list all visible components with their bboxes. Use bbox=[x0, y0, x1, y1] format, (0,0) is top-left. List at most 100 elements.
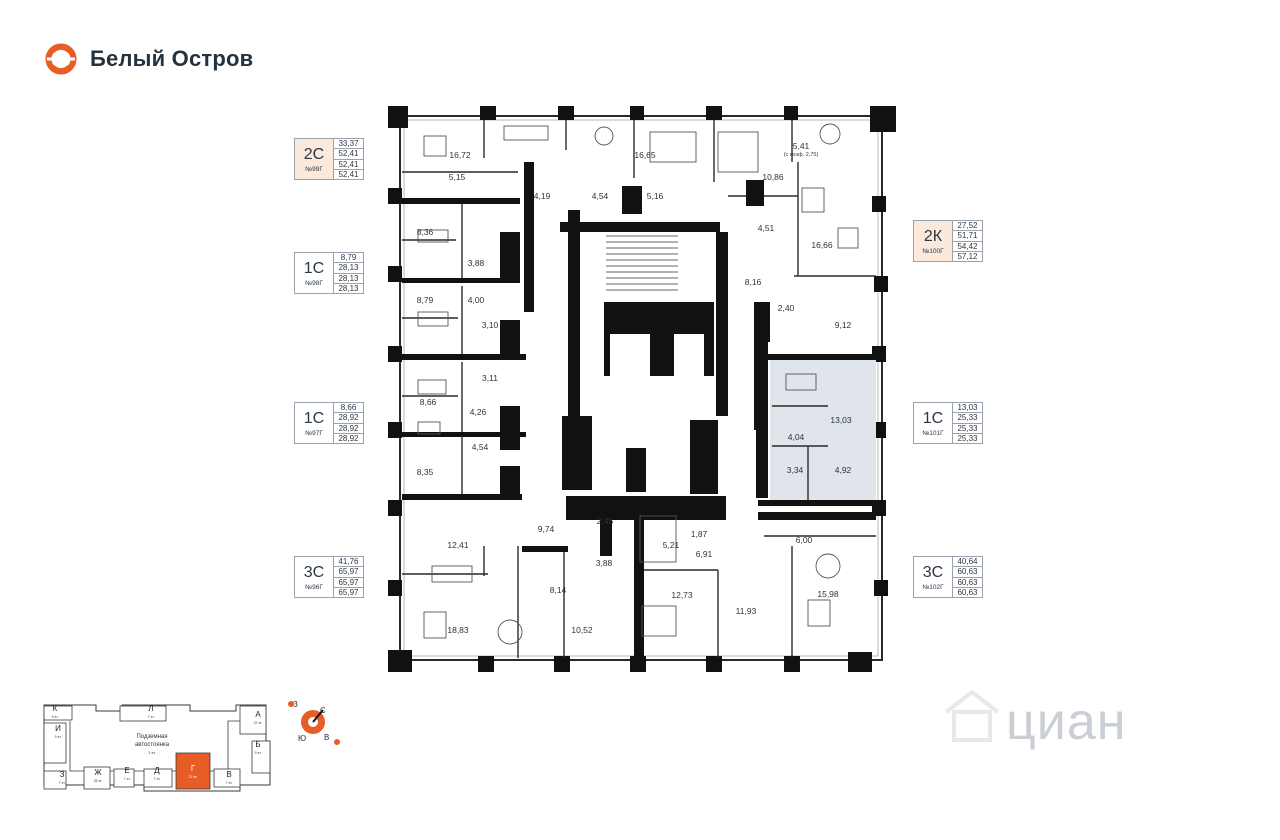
area-total-3: 65,97 bbox=[338, 587, 359, 597]
area-total-3: 28,13 bbox=[338, 283, 359, 293]
key-section-1: К 9 эт. bbox=[45, 705, 65, 721]
section-floors: 7 эт. bbox=[123, 777, 131, 781]
room-area-label: 15,98 bbox=[817, 589, 839, 599]
unit-number: №99Г bbox=[305, 165, 323, 173]
room-area-label: 16,66 bbox=[811, 240, 833, 250]
room-area-label: 2,45 bbox=[596, 516, 614, 526]
compass-rose bbox=[288, 701, 340, 745]
area-living: 41,76 bbox=[334, 557, 363, 568]
room-area-label: 12,73 bbox=[671, 590, 693, 600]
area-living: 8,66 bbox=[334, 403, 363, 414]
room-area-label: 12,41 bbox=[447, 540, 469, 550]
room-area-label: 16,65 bbox=[634, 150, 656, 160]
area-total-2: 25,33 bbox=[953, 424, 982, 434]
room-area-label: 3,88 bbox=[595, 558, 613, 568]
area-total: 65,97 bbox=[334, 567, 363, 578]
unit-type: 2С bbox=[303, 145, 325, 163]
section-floors: 7 эт. bbox=[147, 715, 155, 719]
room-area-label: 9,74 bbox=[537, 524, 555, 534]
key-section-6: З 7 эт. bbox=[52, 771, 72, 787]
section-letter: З bbox=[59, 770, 65, 779]
area-total-2: 52,41 bbox=[334, 160, 363, 170]
room-area-label: 4,54 bbox=[591, 191, 609, 201]
section-floors: 7 эт. bbox=[58, 781, 66, 785]
room-area-label: 16,72 bbox=[449, 150, 471, 160]
room-area-label: 5,15 bbox=[448, 172, 466, 182]
area-total-2: 54,42 bbox=[953, 242, 982, 252]
section-letter: А bbox=[255, 710, 261, 719]
site-key-plan bbox=[43, 704, 271, 792]
room-area-label: 3,11 bbox=[482, 373, 498, 383]
unit-number: №98Г bbox=[305, 279, 323, 287]
section-letter: В bbox=[226, 770, 232, 779]
parking-parking-line2: автостоянка bbox=[134, 742, 170, 748]
key-section-11: В 7 эт. bbox=[219, 771, 239, 787]
section-floors: 9 эт. bbox=[54, 735, 62, 739]
area-total-2: 28,13 bbox=[334, 274, 363, 284]
room-area-label: 10,52 bbox=[571, 625, 593, 635]
room-area-label: 8,66 bbox=[419, 397, 437, 407]
area-total-3: 60,63 bbox=[957, 587, 978, 597]
brand-logo: Белый Остров bbox=[44, 42, 253, 76]
area-total-2: 28,92 bbox=[334, 424, 363, 434]
unit-type: 1С bbox=[303, 409, 325, 427]
room-area-label: 3,34 bbox=[786, 465, 804, 475]
room-area-label: 3,10 bbox=[481, 320, 499, 330]
section-floors: 7 эт. bbox=[153, 777, 161, 781]
room-area-label: 4,04 bbox=[787, 432, 805, 442]
room-area-label: 5,21 bbox=[662, 540, 680, 550]
unit-number: №100Г bbox=[922, 247, 944, 255]
room-area-label: 8,14 bbox=[549, 585, 567, 595]
unit-number: №97Г bbox=[305, 429, 323, 437]
compass-east: В bbox=[324, 733, 330, 742]
section-letter: Л bbox=[148, 704, 154, 713]
section-letter: Ж bbox=[94, 768, 102, 777]
area-total-2: 60,63 bbox=[953, 578, 982, 588]
section-floors: 7 эт. bbox=[225, 781, 233, 785]
brand-name: Белый Остров bbox=[90, 46, 254, 71]
room-area-label: 3,88 bbox=[467, 258, 485, 268]
room-area-label: 4,00 bbox=[467, 295, 485, 305]
section-letter: Б bbox=[255, 740, 261, 749]
section-letter: Е bbox=[124, 766, 130, 775]
room-area-label: 10,86 bbox=[762, 172, 784, 182]
area-living: 33,37 bbox=[334, 139, 363, 150]
section-letter: К bbox=[52, 704, 58, 713]
room-area-label: 4,51 bbox=[757, 223, 775, 233]
room-area-label: 8,36 bbox=[416, 227, 434, 237]
room-area-label: 8,79 bbox=[416, 295, 434, 305]
section-floors: 22 эт. bbox=[188, 775, 198, 779]
area-total-2: 65,97 bbox=[334, 578, 363, 588]
logo-icon bbox=[45, 43, 77, 75]
unit-type: 3С bbox=[303, 563, 325, 581]
room-area-label: 8,16 bbox=[744, 277, 762, 287]
room-area-label: 13,03 bbox=[830, 415, 852, 425]
area-total-3: 28,92 bbox=[338, 433, 359, 443]
room-area-label: 18,83 bbox=[447, 625, 469, 635]
room-area-label: 2,40 bbox=[777, 303, 795, 313]
area-living: 40,64 bbox=[953, 557, 982, 568]
unit-number: №101Г bbox=[922, 429, 944, 437]
section-floors: 9 эт. bbox=[51, 715, 59, 719]
room-area-label: 4,19 bbox=[533, 191, 551, 201]
room-area-label: 1,87 bbox=[690, 529, 708, 539]
section-floors: 22 эт. bbox=[253, 721, 263, 725]
floor-plan bbox=[388, 106, 896, 672]
area-total: 51,71 bbox=[953, 231, 982, 242]
area-total: 28,13 bbox=[334, 263, 363, 274]
unit-type: 3С bbox=[922, 563, 944, 581]
area-total-3: 25,33 bbox=[957, 433, 978, 443]
key-section-2: Л 7 эт. bbox=[141, 705, 161, 721]
room-area-label: 8,35 bbox=[416, 467, 434, 477]
